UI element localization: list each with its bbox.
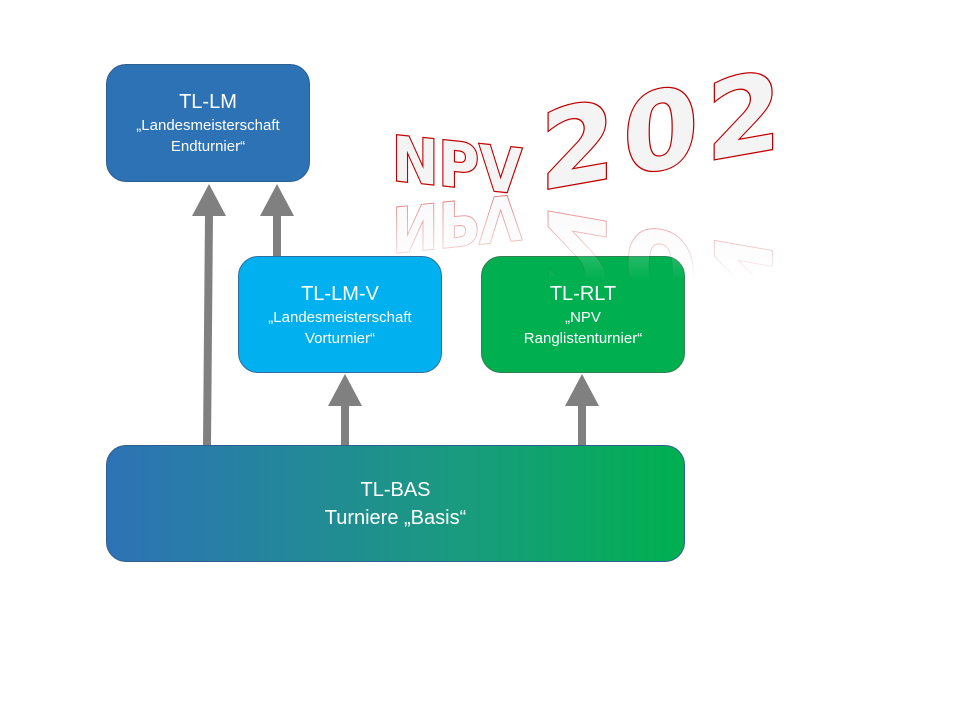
node-tl-lm: TL-LM „Landesmeisterschaft Endturnier“ [106,64,310,182]
logo-main: NPV 2023 [391,40,780,217]
node-tl-lm-line2: Endturnier“ [170,138,246,155]
node-tl-rlt-title: TL-RLT [549,282,617,305]
node-tl-lm-v-line1: „Landesmeisterschaft [268,308,412,326]
node-tl-lm-line1: „Landesmeisterschaft [136,117,280,134]
node-tl-lm-v-line2: Vorturnier“ [304,329,376,347]
node-tl-bas: TL-BAS Turniere „Basis“ [106,445,685,562]
node-tl-bas-title: TL-BAS [360,478,431,501]
arrow-bas-to-lmv-head [328,374,362,406]
arrow-bas-to-lm [203,213,213,446]
npv-2023-logo: NPV 2023 NPV 2023 [391,40,780,280]
logo-year-reflection: 2023 [540,184,780,280]
arrow-lmv-to-lm-head [260,184,294,216]
node-tl-rlt: TL-RLT „NPV Ranglistenturnier“ [481,256,685,373]
node-tl-lm-title: TL-LM [179,91,237,113]
node-tl-rlt-line1: „NPV [565,308,601,326]
node-tl-rlt-line2: Ranglistenturnier“ [523,329,643,347]
arrow-bas-to-lm-head [192,184,226,216]
logo-reflection: NPV 2023 [391,178,780,280]
logo-word: NPV [392,122,522,208]
arrow-bas-to-rlt-head [565,374,599,406]
logo-word-reflection: NPV [392,179,522,265]
logo-year: 2023 [540,40,780,216]
node-tl-bas-line1: Turniere „Basis“ [324,506,467,529]
node-tl-lm-v-title: TL-LM-V [301,282,379,305]
node-tl-lm-v: TL-LM-V „Landesmeisterschaft Vorturnier“ [238,256,442,373]
